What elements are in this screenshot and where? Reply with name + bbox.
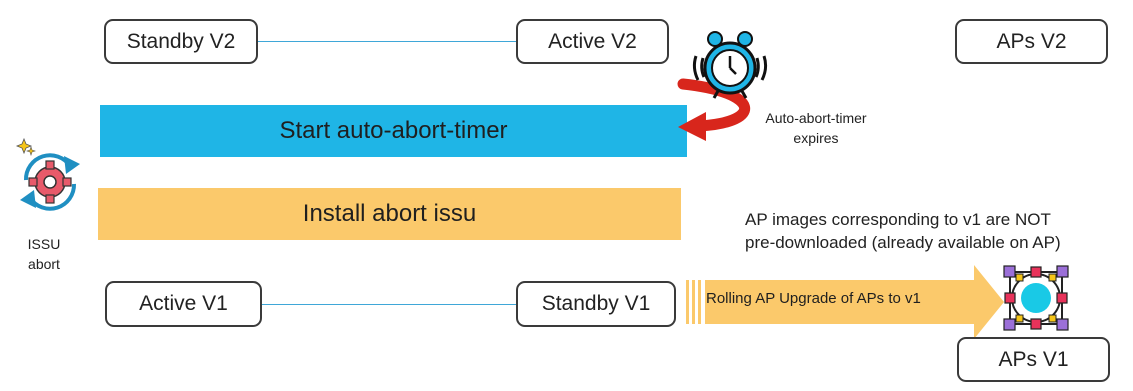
rolling-upgrade-arrow — [686, 265, 1004, 339]
standby-v1-label: Standby V1 — [541, 292, 651, 315]
active-v2-label: Active V2 — [548, 29, 637, 53]
gear-refresh-icon — [15, 137, 80, 211]
standby-v1-node: Standby V1 — [516, 281, 676, 327]
issu-abort-text: ISSU abort — [27, 236, 61, 272]
connector-line-v2 — [258, 41, 518, 42]
alarm-clock-icon — [692, 31, 768, 99]
aps-v2-node: APs V2 — [955, 19, 1108, 64]
start-timer-label: Start auto-abort-timer — [279, 117, 508, 144]
start-timer-bar: Start auto-abort-timer — [100, 105, 687, 157]
standby-v2-label: Standby V2 — [126, 29, 236, 53]
rolling-upgrade-label: Rolling AP Upgrade of APs to v1 — [706, 290, 921, 307]
aps-v2-label: APs V2 — [996, 29, 1067, 53]
connector-line-v1 — [262, 304, 518, 305]
aps-v1-node: APs V1 — [957, 337, 1110, 382]
network-nodes-icon — [1003, 265, 1069, 331]
active-v1-node: Active V1 — [105, 281, 262, 327]
active-v1-label: Active V1 — [139, 292, 228, 315]
ap-images-note: AP images corresponding to v1 are NOT pr… — [745, 210, 1061, 252]
active-v2-node: Active V2 — [516, 19, 669, 64]
standby-v2-node: Standby V2 — [104, 19, 258, 64]
install-abort-bar: Install abort issu — [98, 188, 681, 240]
install-abort-label: Install abort issu — [302, 200, 477, 227]
timer-expires-text: Auto-abort-timer expires — [765, 110, 867, 146]
aps-v1-label: APs V1 — [998, 347, 1069, 371]
